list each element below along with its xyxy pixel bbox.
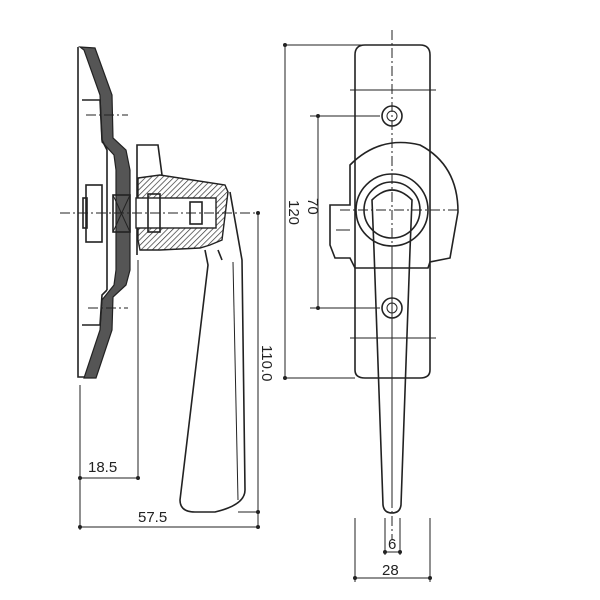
dim-70: 70 <box>304 198 321 215</box>
dim-6: 6 <box>388 536 396 553</box>
lever-front <box>371 189 413 514</box>
lever-edge <box>232 261 239 501</box>
dim-120: 120 <box>285 200 302 225</box>
spring-box <box>112 194 131 233</box>
dim-28: 28 <box>382 562 399 579</box>
side-view <box>60 46 258 513</box>
dim-110-0: 110.0 <box>258 345 275 381</box>
side-dimensions: 18.5 57.5 110.0 120 <box>78 43 385 530</box>
base-body <box>354 44 431 379</box>
cam <box>329 141 459 269</box>
dim-57-5: 57.5 <box>138 509 167 526</box>
bracket-upper <box>82 99 108 290</box>
front-view <box>329 30 460 540</box>
lever-side <box>179 191 246 513</box>
bracket-lower <box>82 289 108 326</box>
front-dimensions: 70 6 28 <box>304 114 432 582</box>
dim-18-5: 18.5 <box>88 459 117 476</box>
